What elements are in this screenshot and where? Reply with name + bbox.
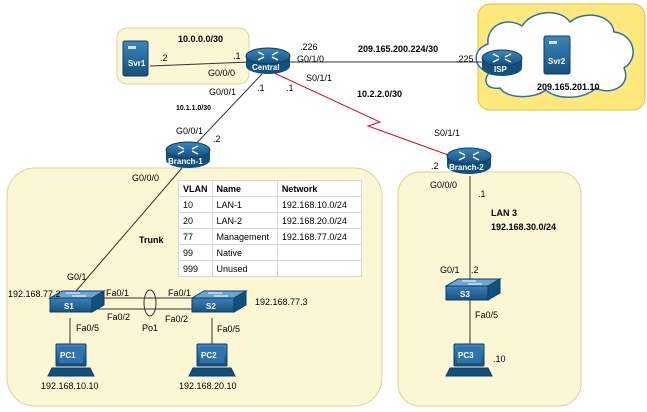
- vlan-name-cell: Native: [211, 244, 278, 261]
- device-label-central: Central: [252, 63, 280, 72]
- port-label-central-g010: G0/1/0: [297, 54, 325, 64]
- vlan-id-cell: 10: [178, 196, 213, 213]
- vlan-table-row: 20 LAN-2 192.168.20.0/24: [178, 212, 363, 229]
- pc-icon-pc3: PC3: [445, 343, 493, 377]
- vlan-name-cell: LAN-1: [211, 196, 278, 213]
- switch-icon-s2: S2: [190, 290, 248, 313]
- port-label-central-g001: G0/0/1: [209, 87, 237, 97]
- vlan-network-cell: 192.168.20.0/24: [276, 212, 363, 229]
- switch-ip-s1: 192.168.77.2: [8, 289, 61, 299]
- port-label-s2-fa05: Fa0/5: [217, 324, 241, 334]
- vlan-network-cell: [276, 260, 363, 277]
- device-label-pc1: PC1: [60, 351, 76, 360]
- link-label-po1: Po1: [142, 323, 159, 333]
- port-label-b2-host: .2: [431, 161, 439, 171]
- vlan-table-row: 999 Unused: [178, 260, 363, 277]
- router-icon-branch2: Branch-2: [446, 147, 492, 174]
- device-label-svr1: Svr1: [128, 59, 146, 68]
- vlan-table-row: 99 Native: [178, 244, 363, 261]
- network-label-central-isp: 209.165.200.224/30: [358, 44, 439, 54]
- pc-ip-pc1: 192.168.10.10: [41, 381, 99, 391]
- device-label-s2: S2: [206, 302, 216, 311]
- network-label-server-lan: 10.0.0.0/30: [178, 34, 224, 44]
- vlan-name-cell: Management: [211, 228, 278, 245]
- device-label-pc3: PC3: [458, 351, 474, 360]
- port-label-svr1-host: .2: [160, 53, 168, 63]
- port-label-b1-g001: G0/0/1: [176, 126, 204, 136]
- port-label-b2-lan-host: .1: [478, 189, 486, 199]
- port-label-b1-host: .2: [213, 134, 221, 144]
- network-label-central-branch2: 10.2.2.0/30: [357, 89, 403, 99]
- port-label-s3-fa05: Fa0/5: [475, 310, 499, 320]
- device-label-s1: S1: [64, 302, 74, 311]
- device-label-branch1: Branch-1: [168, 157, 203, 166]
- vlan-id-cell: 999: [178, 260, 213, 277]
- port-label-central-isp-host: .226: [300, 42, 318, 52]
- network-label-lan3-addr: 192.168.30.0/24: [491, 222, 557, 232]
- vlan-id-cell: 77: [178, 228, 213, 245]
- vlan-table: VLAN Name Network 10 LAN-1 192.168.10.0/…: [178, 180, 363, 277]
- port-label-isp-host: .225: [456, 54, 474, 64]
- vlan-table-row: 77 Management 192.168.77.0/24: [178, 228, 363, 245]
- vlan-name-cell: LAN-2: [211, 212, 278, 229]
- router-icon-branch1: Branch-1: [165, 141, 211, 168]
- switch-icon-s1: S1: [48, 290, 106, 313]
- device-label-pc2: PC2: [201, 351, 217, 360]
- pc-icon-pc2: PC2: [188, 343, 236, 377]
- port-label-s2-fa01: Fa0/1: [168, 288, 192, 298]
- device-label-s3: S3: [460, 290, 470, 299]
- port-label-s1-g01: G0/1: [67, 272, 87, 282]
- vlan-network-cell: 192.168.10.0/24: [276, 196, 363, 213]
- network-label-lan3-name: LAN 3: [491, 208, 518, 218]
- server-icon-svr2: Svr2: [543, 35, 571, 75]
- vlan-network-cell: [276, 244, 363, 261]
- link-central-branch1: [191, 73, 263, 149]
- vlan-network-cell: 192.168.77.0/24: [276, 228, 363, 245]
- vlan-name-cell: Unused: [211, 260, 278, 277]
- port-label-s1-fa01: Fa0/1: [106, 288, 130, 298]
- port-label-s2-fa02: Fa0/2: [165, 314, 189, 324]
- network-label-central-branch1: 10.1.1.0/30: [176, 105, 212, 112]
- port-label-b2-g000: G0/0/0: [430, 180, 458, 190]
- vlan-table-header: Network: [276, 180, 363, 197]
- router-icon-isp: ISP: [481, 49, 523, 76]
- pc-ip-pc2: 192.168.20.10: [179, 381, 237, 391]
- port-label-s3-g01: G0/1: [440, 265, 460, 275]
- port-label-s1-fa05: Fa0/5: [76, 323, 100, 333]
- link-central-branch2-serial: [271, 71, 463, 161]
- device-label-isp: ISP: [494, 65, 508, 74]
- vlan-id-cell: 20: [178, 212, 213, 229]
- switch-icon-s3: S3: [444, 278, 502, 301]
- link-label-trunk: Trunk: [139, 235, 164, 245]
- link-svr1-central: [149, 61, 251, 67]
- po1-bundle-marker: [143, 289, 157, 317]
- port-label-central-g000: G0/0/0: [208, 68, 236, 78]
- vlan-table-header: VLAN: [178, 180, 213, 197]
- router-icon-central: Central: [245, 47, 291, 74]
- pc-host-pc3: .10: [493, 354, 506, 364]
- link-branch1-s1-trunk: [69, 167, 183, 299]
- port-label-central-b2-host: .1: [286, 83, 294, 93]
- port-label-central-svr1-host: .1: [233, 51, 241, 61]
- vlan-table-row: 10 LAN-1 192.168.10.0/24: [178, 196, 363, 213]
- port-label-b1-g000: G0/0/0: [132, 173, 160, 183]
- vlan-table-header: Name: [211, 180, 278, 197]
- port-label-s3-host: .2: [471, 265, 479, 275]
- device-label-svr2: Svr2: [548, 57, 566, 66]
- vlan-table-header-row: VLAN Name Network: [178, 180, 363, 197]
- switch-ip-s2: 192.168.77.3: [255, 297, 308, 307]
- vlan-id-cell: 99: [178, 244, 213, 261]
- server-ip-svr2: 209.165.201.10: [537, 82, 600, 92]
- server-icon-svr1: Svr1: [122, 40, 149, 77]
- port-label-central-s011: S0/1/1: [306, 73, 333, 83]
- port-label-s1-fa02: Fa0/2: [107, 312, 131, 322]
- device-label-branch2: Branch-2: [449, 163, 484, 172]
- port-label-central-b1-host: .1: [257, 83, 265, 93]
- pc-icon-pc1: PC1: [47, 343, 95, 377]
- port-label-b2-s011: S0/1/1: [434, 128, 461, 138]
